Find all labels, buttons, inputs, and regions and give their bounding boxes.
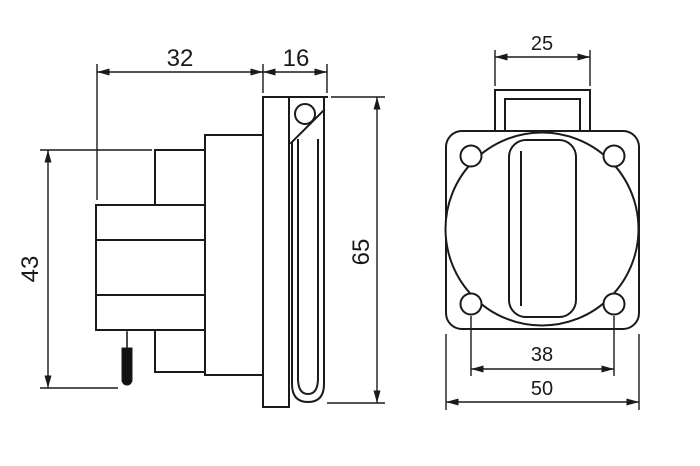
- dimension-50: [445, 334, 640, 410]
- mounting-hole-bottom-right: [602, 292, 626, 316]
- dimension-lines: [40, 50, 640, 410]
- side-upper-step: [154, 149, 206, 206]
- dimension-43: [40, 149, 152, 389]
- part-outlines: [95, 89, 640, 408]
- side-view: [95, 96, 328, 408]
- dim-label-25: 25: [531, 33, 553, 55]
- lid-face: [508, 139, 577, 318]
- socket-face-circle: [444, 131, 640, 327]
- dim-label-38: 38: [531, 344, 553, 366]
- dimension-32: [96, 64, 264, 200]
- dimension-65: [327, 96, 385, 404]
- cover-inner-profile: [297, 139, 319, 396]
- dim-label-43: 43: [17, 256, 44, 283]
- dim-label-32: 32: [167, 45, 194, 72]
- hinge-pivot-circle: [294, 103, 316, 125]
- mounting-hole-top-left: [459, 144, 483, 168]
- front-hinge-inner: [504, 98, 581, 132]
- side-back-plate: [204, 134, 264, 376]
- dim-label-16: 16: [283, 45, 310, 72]
- dimension-38: [470, 316, 615, 376]
- mounting-hole-top-right: [602, 144, 626, 168]
- grounding-pin: [121, 347, 133, 386]
- front-hinge-outer: [494, 89, 591, 132]
- dimension-labels: 32 16 43 65 25 38 50: [17, 33, 553, 400]
- dim-label-50: 50: [531, 378, 553, 400]
- side-flange-plate: [262, 96, 290, 408]
- side-lower-step: [154, 329, 206, 373]
- side-body-block: [95, 204, 206, 331]
- dimension-16: [263, 64, 328, 93]
- front-view: [444, 89, 640, 330]
- hinge-bracket-edge: [289, 108, 326, 145]
- dim-label-65: 65: [348, 239, 375, 266]
- cover-outer-profile: [291, 96, 325, 404]
- dimension-25: [494, 50, 591, 86]
- mounting-hole-bottom-left: [459, 292, 483, 316]
